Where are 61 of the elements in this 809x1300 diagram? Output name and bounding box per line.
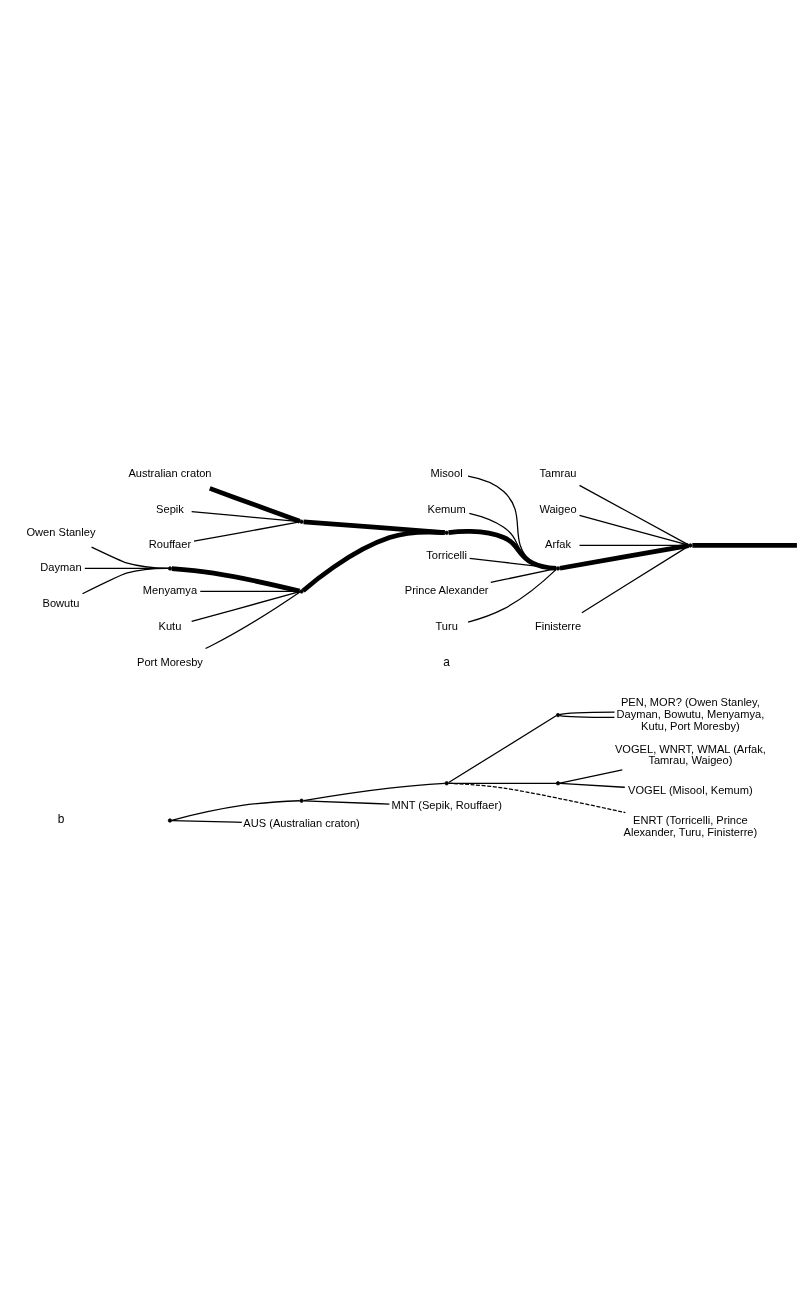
- connector: [578, 514, 690, 546]
- connector: [559, 782, 626, 788]
- node-text: Australian craton: [128, 466, 212, 479]
- node-text: Menyamya: [142, 583, 198, 596]
- node-text: PEN, MOR? (Owen Stanley, Dayman, Bowutu, Menyamya, Kutu, Port Moresby): [616, 695, 765, 732]
- connector: [559, 768, 623, 784]
- connector: [448, 782, 557, 784]
- connector: [193, 520, 301, 542]
- node-point: [299, 798, 304, 803]
- connector: [204, 590, 301, 649]
- node-point: [555, 712, 561, 717]
- node-text: Prince Alexander: [404, 583, 489, 596]
- connector: [692, 542, 797, 548]
- connector: [448, 714, 557, 783]
- node-text: Port Moresby: [137, 655, 203, 668]
- node-text: Kutu: [158, 619, 182, 632]
- node-point: [555, 780, 561, 785]
- connector: [559, 711, 616, 715]
- connector: [448, 528, 557, 571]
- connector: [578, 484, 690, 546]
- connector: [171, 565, 301, 593]
- connector: [191, 590, 301, 622]
- node-text: VOGEL, WNRT, WMAL (Arfak, Tamrau, Waigeo): [614, 742, 766, 766]
- node-point: [688, 542, 693, 548]
- node-text: Torricelli: [426, 548, 467, 561]
- connector: [171, 819, 243, 823]
- connector: [559, 542, 689, 571]
- node-text: Owen Stanley: [26, 525, 96, 538]
- node-text: Misool: [430, 466, 463, 479]
- node-text: Tamrau: [539, 466, 577, 479]
- connector: [171, 799, 301, 821]
- connector: [467, 568, 557, 623]
- connector: [191, 510, 301, 522]
- node-point: [444, 530, 449, 535]
- node-point: [555, 565, 561, 571]
- label: b: [57, 811, 65, 826]
- node-text: MNT (Sepik, Rouffaer): [391, 798, 502, 811]
- connector: [208, 485, 301, 524]
- node-point: [444, 780, 449, 785]
- connector: [81, 567, 169, 594]
- connector: [559, 714, 615, 718]
- node-text: Turu: [435, 619, 458, 632]
- node-point: [167, 565, 173, 571]
- node-text: Dayman: [40, 560, 82, 573]
- node-text: AUS (Australian craton): [243, 816, 360, 829]
- node-text: Finisterre: [534, 619, 582, 632]
- node-text: Waigeo: [539, 502, 577, 515]
- node-point: [167, 817, 173, 823]
- node-text: Rouffaer: [148, 537, 192, 550]
- node-text: ENRT (Torricelli, Prince Alexander, Turu, Finisterre): [623, 813, 758, 838]
- node-text: Sepik: [156, 502, 184, 515]
- connector: [301, 529, 445, 593]
- label: a: [443, 654, 450, 669]
- node-text: Bowutu: [42, 596, 80, 609]
- connector: [302, 782, 446, 801]
- node-text: Arfak: [545, 537, 571, 550]
- node-text: Kemum: [427, 502, 466, 515]
- connector: [447, 782, 626, 813]
- node-text: VOGEL (Misool, Kemum): [628, 783, 753, 796]
- node-point: [299, 588, 304, 594]
- node-point: [299, 519, 304, 524]
